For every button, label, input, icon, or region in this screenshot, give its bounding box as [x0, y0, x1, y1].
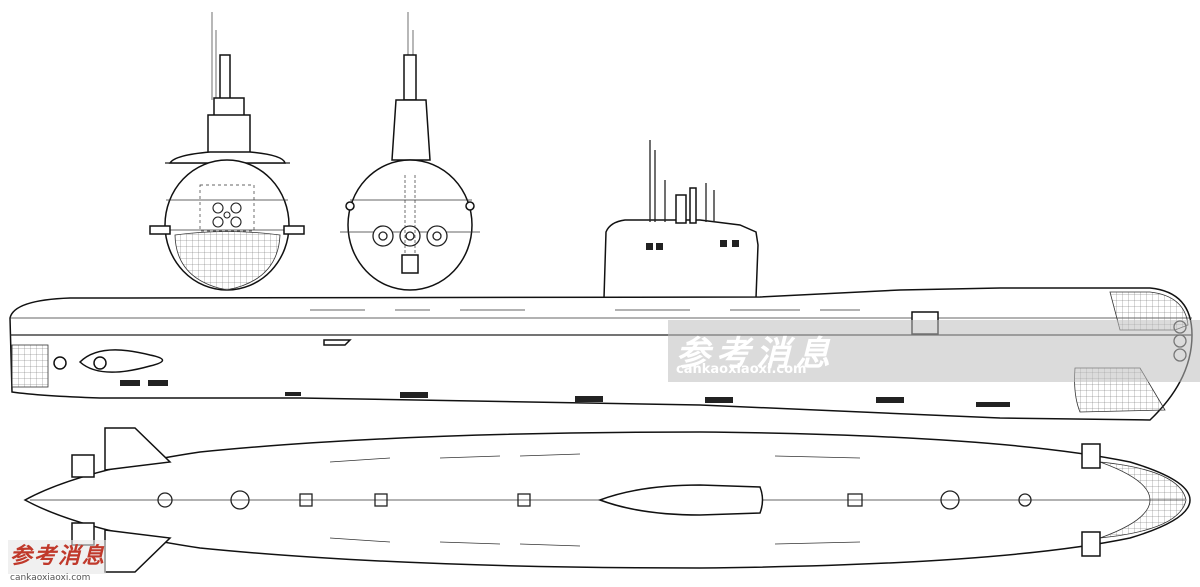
watermark-corner-text: 参考消息: [10, 543, 107, 569]
watermark-main-text: 参考消息: [676, 334, 836, 374]
watermark-band: [668, 320, 1200, 382]
watermark-main-url: cankaoxiaoxi.com: [676, 362, 807, 377]
watermark-corner-url: cankaoxiaoxi.com: [10, 573, 91, 583]
front-section-view: [149, 12, 305, 291]
top-plan-view: [23, 427, 1191, 573]
watermark-corner-box: [8, 540, 106, 574]
rear-section-view: [340, 12, 480, 291]
